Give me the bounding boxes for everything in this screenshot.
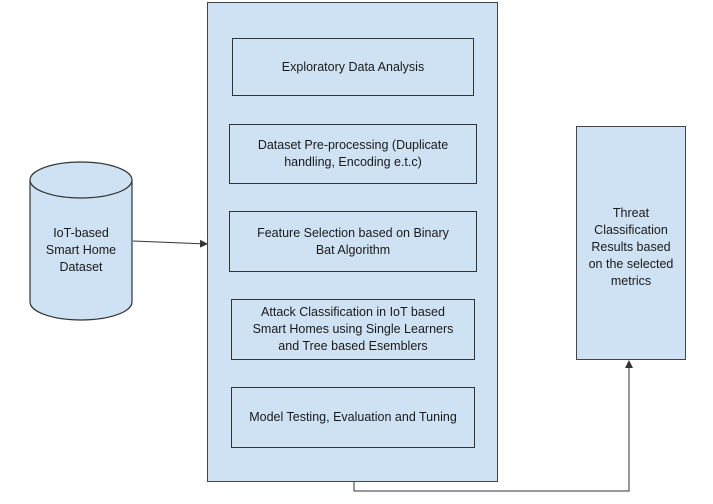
- step-label: Feature Selection based on Binary Bat Al…: [257, 225, 449, 257]
- step-model-testing: Model Testing, Evaluation and Tuning: [231, 387, 475, 448]
- step-label: Attack Classification in IoT based Smart…: [252, 305, 454, 353]
- step-label: Exploratory Data Analysis: [281, 59, 425, 74]
- results-label: Threat Classification Results based on t…: [588, 206, 674, 288]
- step-label: Dataset Pre-processing (Duplicate handli…: [257, 138, 449, 169]
- step-attack-classification: Attack Classification in IoT based Smart…: [231, 299, 475, 360]
- results-box: [576, 126, 686, 360]
- dataset-to-pipeline-arrow: [132, 239, 208, 248]
- step-dataset-preprocessing: Dataset Pre-processing (Duplicate handli…: [229, 124, 477, 184]
- dataset-cylinder: [29, 161, 133, 321]
- step-exploratory-data-analysis: Exploratory Data Analysis: [232, 38, 474, 96]
- dataset-label: IoT-based Smart Home Dataset: [45, 226, 117, 274]
- step-label: Model Testing, Evaluation and Tuning: [249, 410, 457, 424]
- step-feature-selection: Feature Selection based on Binary Bat Al…: [229, 211, 477, 272]
